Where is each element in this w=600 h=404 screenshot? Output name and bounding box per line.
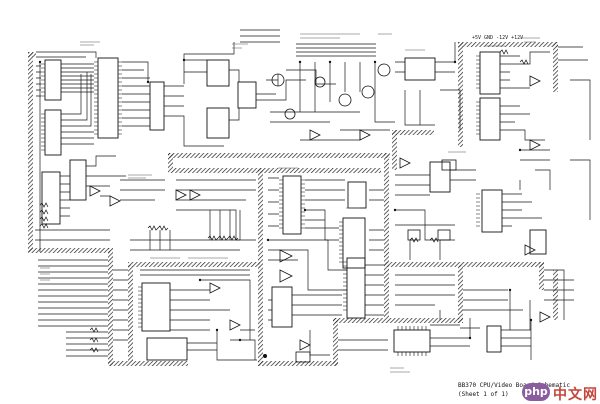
- pin-stubs: [41, 55, 480, 356]
- integrated-circuits: [41, 51, 547, 361]
- title-block: BB370 CPU/Video Board Schematic (Sheet 1…: [458, 381, 598, 399]
- passive-components: [39, 49, 529, 353]
- chip-u23: [41, 171, 61, 225]
- chip-u11: [346, 257, 366, 319]
- chip-u14: [429, 161, 451, 193]
- chip-u22: [529, 229, 547, 255]
- php-logo-badge: php: [522, 383, 550, 401]
- chip-u16: [479, 97, 501, 141]
- chip-u12: [271, 286, 293, 328]
- chip-u4: [149, 81, 165, 131]
- chip-u17: [481, 189, 503, 233]
- power-bus-label: +5V GND -12V +12V: [472, 35, 524, 41]
- chip-u24: [69, 159, 87, 201]
- watermark-text: 中文网: [553, 387, 598, 403]
- chip-u19: [141, 282, 171, 332]
- chip-u20: [146, 337, 188, 361]
- chip-u21: [486, 325, 502, 353]
- shield-band: [28, 42, 558, 366]
- chip-u2: [44, 59, 62, 101]
- chip-u8: [282, 175, 302, 235]
- chip-u7: [237, 81, 257, 109]
- chip-u6: [206, 107, 230, 139]
- chip-u15: [479, 51, 501, 95]
- chip-u5: [206, 59, 230, 87]
- chip-u18: [393, 329, 431, 353]
- chip-u10: [342, 217, 366, 269]
- active-components: [89, 63, 551, 363]
- chip-u9: [347, 181, 367, 209]
- label-marks: [40, 33, 540, 373]
- chip-u3: [44, 109, 62, 156]
- title-line-2: (Sheet 1 of 1): [458, 391, 509, 398]
- chip-u13: [404, 57, 436, 81]
- wiring: [35, 29, 591, 361]
- title-line-1: BB370 CPU/Video Board Schematic: [458, 382, 570, 389]
- chip-u1: [97, 57, 119, 139]
- junctions: [38, 58, 533, 358]
- site-watermark: php 中文网: [522, 383, 598, 403]
